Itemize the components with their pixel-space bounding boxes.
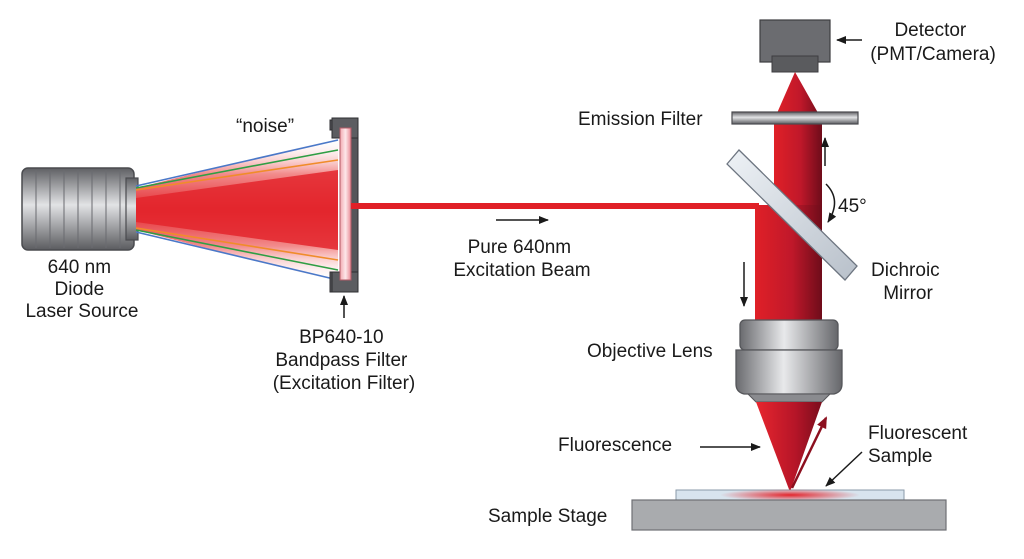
- noise-label: “noise”: [236, 116, 294, 137]
- angle-arc-icon: [825, 183, 837, 223]
- sample-stage-icon: [631, 489, 947, 531]
- fluorescence-emission-arrow: [790, 416, 828, 489]
- laser-label: 640 nm Diode Laser Source: [25, 257, 138, 322]
- annotation-arrows: [340, 36, 863, 487]
- bandpass-filter-icon: [329, 117, 359, 293]
- detector-label: Detector (PMT/Camera): [870, 20, 996, 65]
- angle-label: 45°: [838, 196, 867, 217]
- sample-pointer-arrow: [825, 451, 863, 487]
- filter-label: BP640-10 Bandpass Filter (Excitation Fil…: [273, 327, 416, 394]
- objective-label: Objective Lens: [587, 341, 713, 362]
- emission-filter-icon: [731, 111, 859, 125]
- emission-beam: [774, 72, 822, 205]
- detector-icon: [759, 19, 831, 73]
- laser-emission-cone: [135, 138, 339, 282]
- fluorescence-label: Fluorescence: [558, 435, 672, 456]
- beam-label: Pure 640nm Excitation Beam: [453, 237, 590, 281]
- sample-label: Fluorescent Sample: [868, 423, 973, 467]
- excitation-beam: [351, 203, 759, 209]
- dichroic-label: Dichroic Mirror: [871, 260, 945, 304]
- dichroic-mirror-icon: [726, 149, 858, 281]
- focus-cone: [756, 402, 822, 492]
- objective-lens-icon: [735, 319, 843, 403]
- laser-source-icon: [21, 167, 139, 251]
- noise-rays: [135, 139, 339, 281]
- stage-label: Sample Stage: [488, 506, 607, 527]
- emission-filter-label: Emission Filter: [578, 109, 703, 130]
